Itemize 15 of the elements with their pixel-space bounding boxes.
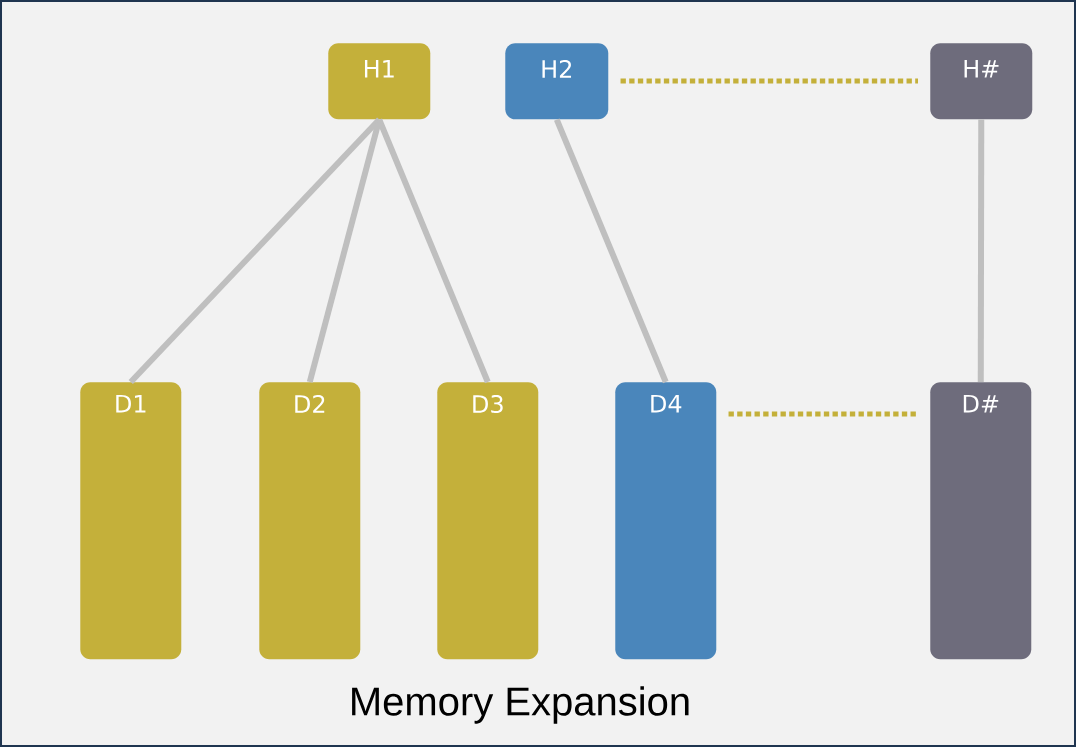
connector-line [306, 118, 383, 383]
device-box: D2 [259, 382, 361, 660]
connector-line [977, 119, 985, 382]
device-box: D3 [437, 382, 539, 660]
device-box: D1 [80, 382, 182, 660]
connector-line [376, 118, 491, 384]
host-box: H2 [505, 43, 609, 120]
device-box: D4 [615, 382, 717, 660]
connector-line [554, 118, 669, 384]
caption: Memory Expansion [352, 686, 689, 724]
dotted-line [620, 78, 918, 84]
host-box: H# [930, 43, 1033, 120]
host-box: H1 [328, 43, 431, 120]
dotted-line [728, 411, 918, 417]
device-box: D# [930, 382, 1032, 660]
